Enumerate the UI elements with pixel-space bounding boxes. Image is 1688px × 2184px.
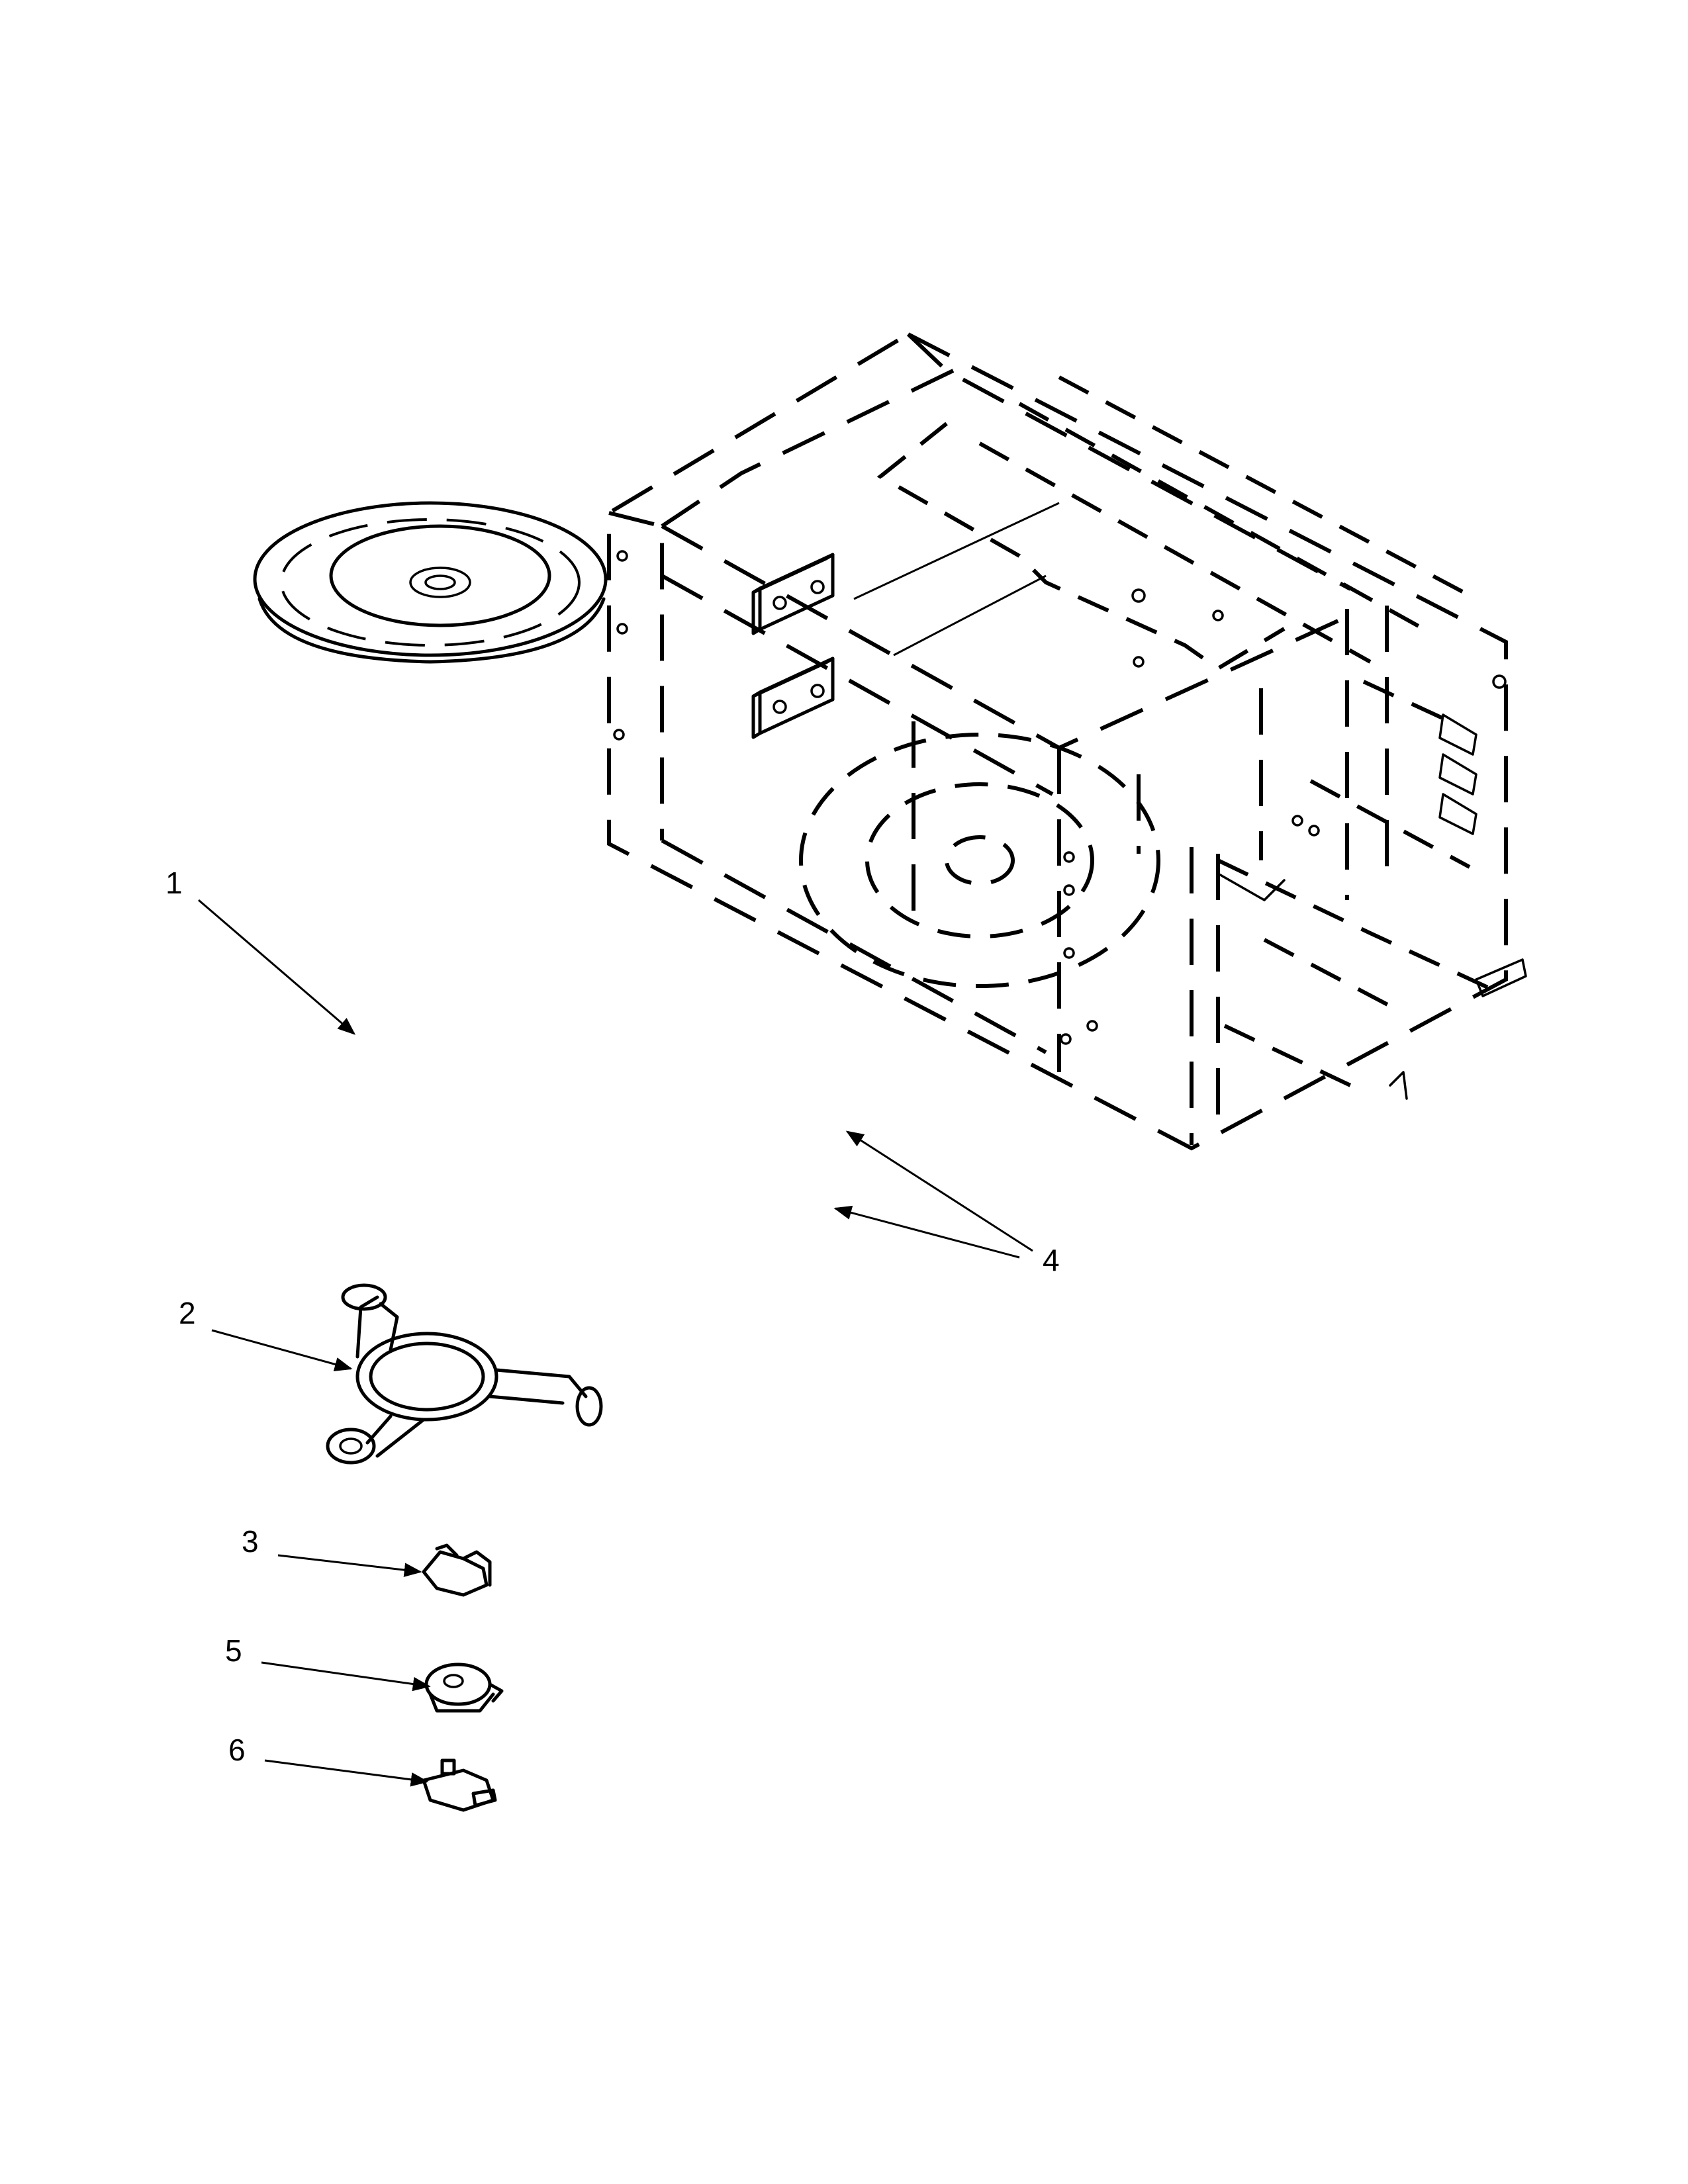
callout-5: 5 bbox=[225, 1633, 242, 1668]
leader-lines bbox=[198, 899, 1033, 1787]
callout-3: 3 bbox=[242, 1524, 259, 1559]
turntable-tray-part-1 bbox=[253, 501, 608, 664]
coupler-part-3 bbox=[422, 1543, 492, 1597]
oven-cavity-outline bbox=[607, 332, 1527, 1151]
waveguide-cover-part-4 bbox=[751, 502, 1060, 739]
callout-2: 2 bbox=[179, 1296, 196, 1330]
turntable-motor-part-6 bbox=[422, 1758, 497, 1812]
callout-6: 6 bbox=[228, 1733, 246, 1767]
turntable-motor-part-5 bbox=[424, 1662, 504, 1713]
callout-4: 4 bbox=[1043, 1243, 1060, 1277]
roller-support-part-2 bbox=[326, 1283, 603, 1465]
callout-1: 1 bbox=[165, 866, 183, 900]
